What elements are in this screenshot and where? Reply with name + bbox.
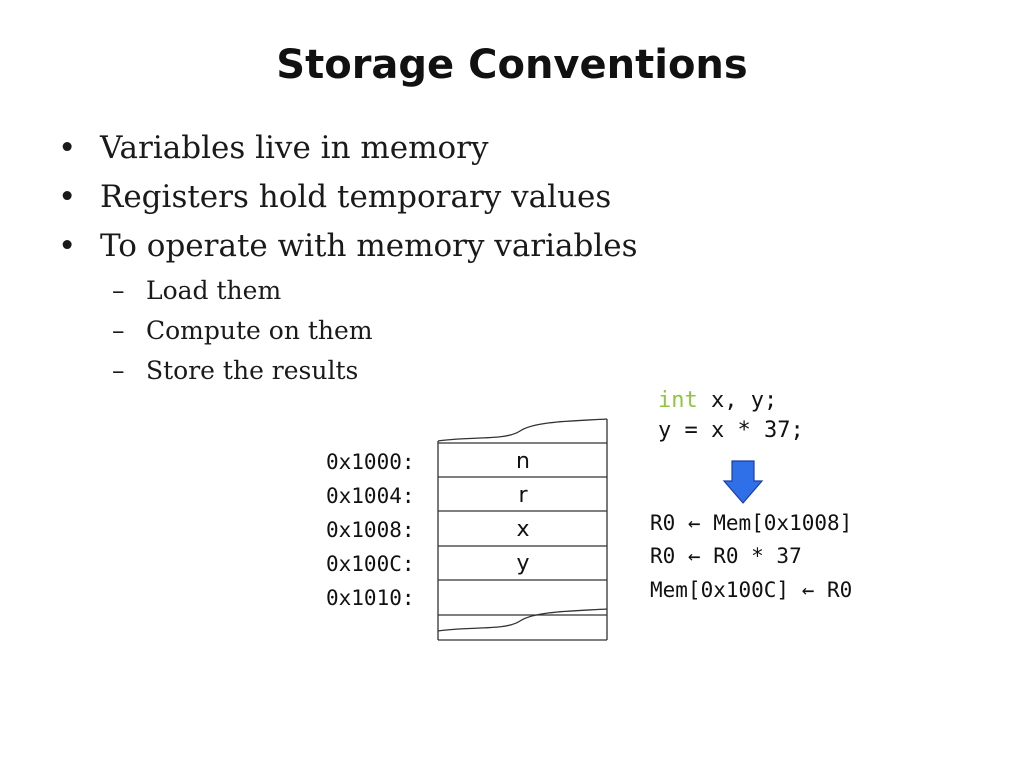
sub-bullet-item: – Load them bbox=[58, 271, 638, 311]
sub-bullet-text: Store the results bbox=[146, 356, 359, 385]
memory-address: 0x1010: bbox=[326, 586, 415, 610]
sub-bullet-mark: – bbox=[112, 356, 125, 385]
code-line-assignment: y = x * 37; bbox=[658, 418, 804, 443]
code-declaration-rest: x, y; bbox=[697, 388, 778, 413]
bullet-item: • Variables live in memory bbox=[58, 124, 638, 173]
slide-title: Storage Conventions bbox=[276, 42, 748, 88]
asm-line: Mem[0x100C] ← R0 bbox=[650, 578, 853, 602]
sub-bullet-mark: – bbox=[112, 276, 125, 305]
sub-bullet-text: Compute on them bbox=[146, 316, 373, 345]
memory-cell-content: x bbox=[516, 517, 530, 542]
memory-cell-content: n bbox=[516, 449, 530, 474]
bullet-item: • Registers hold temporary values bbox=[58, 173, 638, 222]
memory-bottom-break bbox=[437, 608, 608, 632]
memory-cell-content: y bbox=[516, 551, 530, 576]
memory-cell-content bbox=[438, 581, 608, 615]
memory-address: 0x1004: bbox=[326, 484, 415, 508]
down-arrow-icon bbox=[722, 460, 764, 504]
bullet-item: • To operate with memory variables bbox=[58, 222, 638, 271]
sub-bullet-text: Load them bbox=[146, 276, 282, 305]
bullet-text: To operate with memory variables bbox=[100, 228, 638, 264]
memory-address: 0x1000: bbox=[326, 450, 415, 474]
bullet-mark: • bbox=[58, 228, 77, 264]
bullet-text: Registers hold temporary values bbox=[100, 179, 612, 215]
bullet-mark: • bbox=[58, 130, 77, 166]
memory-cell-content: r bbox=[518, 483, 528, 508]
code-line-declaration: int x, y; bbox=[658, 386, 777, 416]
bullet-mark: • bbox=[58, 179, 77, 215]
asm-line: R0 ← R0 * 37 bbox=[650, 544, 802, 568]
bullet-list: • Variables live in memory • Registers h… bbox=[58, 124, 638, 391]
sub-bullet-item: – Compute on them bbox=[58, 311, 638, 351]
memory-top-break bbox=[437, 418, 608, 442]
asm-line: R0 ← Mem[0x1008] bbox=[650, 511, 853, 535]
sub-bullet-mark: – bbox=[112, 316, 125, 345]
code-keyword: int bbox=[658, 388, 698, 413]
bullet-text: Variables live in memory bbox=[100, 130, 489, 166]
memory-address: 0x1008: bbox=[326, 518, 415, 542]
memory-address: 0x100C: bbox=[326, 552, 415, 576]
sub-bullet-item: – Store the results bbox=[58, 351, 638, 391]
